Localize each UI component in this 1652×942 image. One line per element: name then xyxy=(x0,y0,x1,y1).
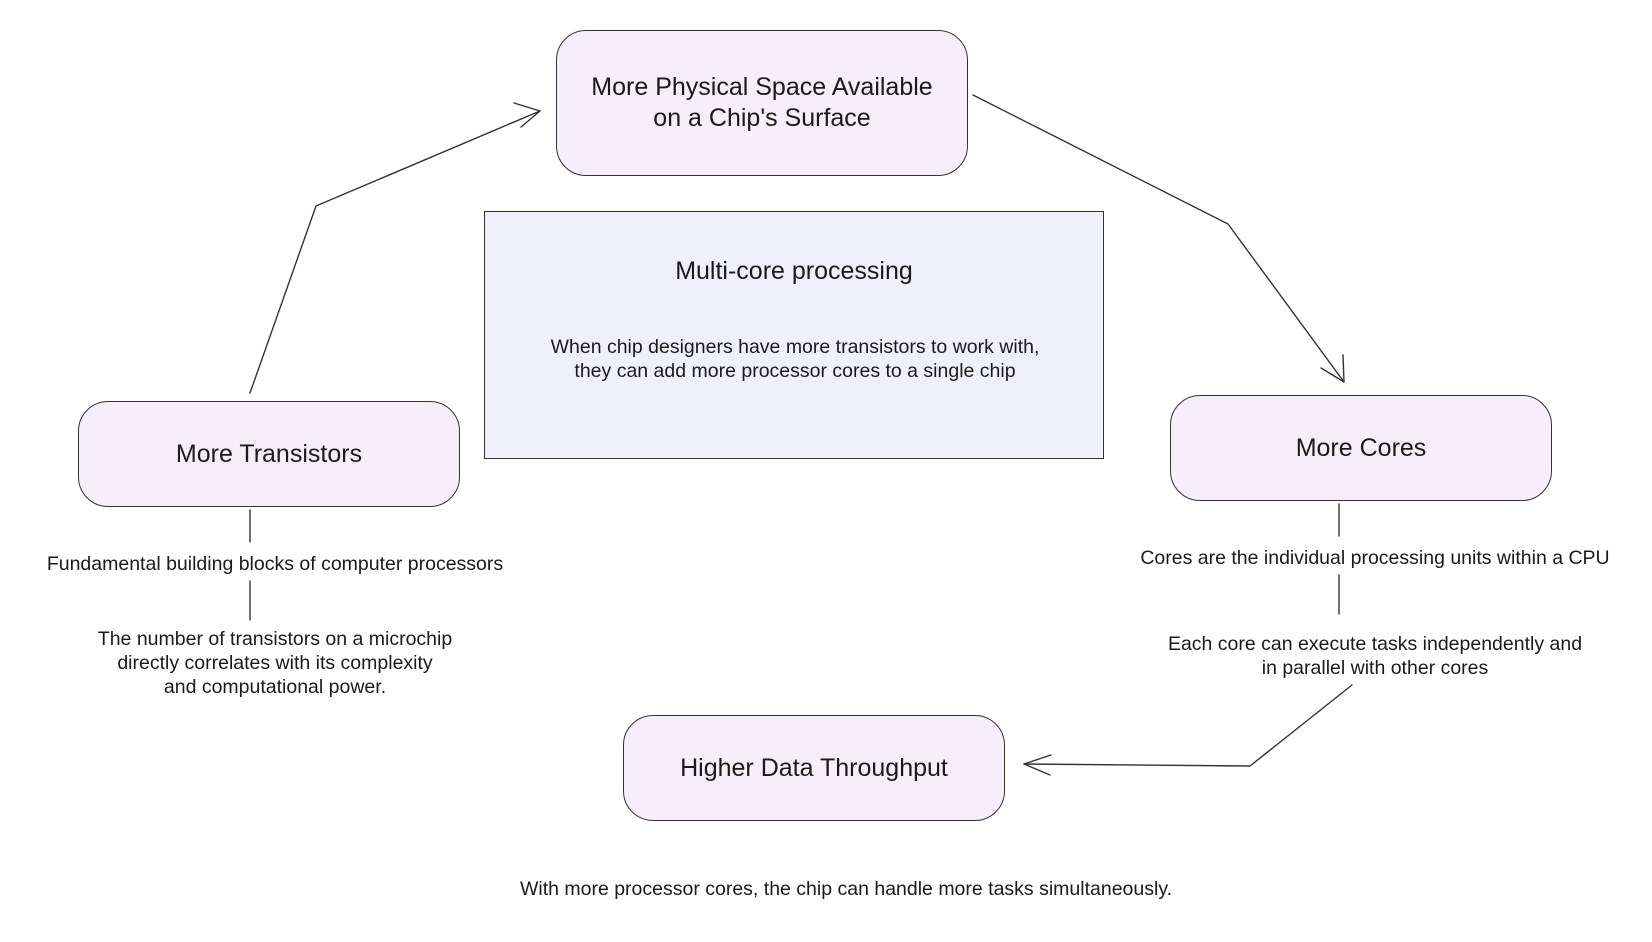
multicore-processing-panel: Multi-core processing When chip designer… xyxy=(484,211,1104,459)
throughput-footer-note: With more processor cores, the chip can … xyxy=(519,878,1173,900)
cores-arrowhead xyxy=(1320,354,1345,383)
cores-node: More Cores xyxy=(1170,395,1552,501)
cores-parallel-note: Each core can execute tasks independentl… xyxy=(1167,633,1583,679)
physical-space-label: More Physical Space Available on a Chip'… xyxy=(591,73,933,132)
transistors-node: More Transistors xyxy=(78,401,460,507)
cores-to-throughput-arrow xyxy=(1023,684,1353,767)
space-arrowhead xyxy=(513,102,541,128)
cores-label: More Cores xyxy=(1295,433,1427,462)
transistor-definition-note: Fundamental building blocks of computer … xyxy=(46,553,504,575)
throughput-arrowhead xyxy=(1023,754,1052,776)
cores-definition-note: Cores are the individual processing unit… xyxy=(1140,547,1610,569)
throughput-node: Higher Data Throughput xyxy=(623,715,1005,821)
throughput-label: Higher Data Throughput xyxy=(680,753,948,782)
physical-space-node: More Physical Space Available on a Chip'… xyxy=(556,30,968,176)
multicore-processing-description: When chip designers have more transistor… xyxy=(550,336,1040,382)
transistor-count-note: The number of transistors on a microchip… xyxy=(97,628,453,698)
transistors-label: More Transistors xyxy=(175,439,363,468)
multicore-processing-title: Multi-core processing xyxy=(675,257,913,285)
